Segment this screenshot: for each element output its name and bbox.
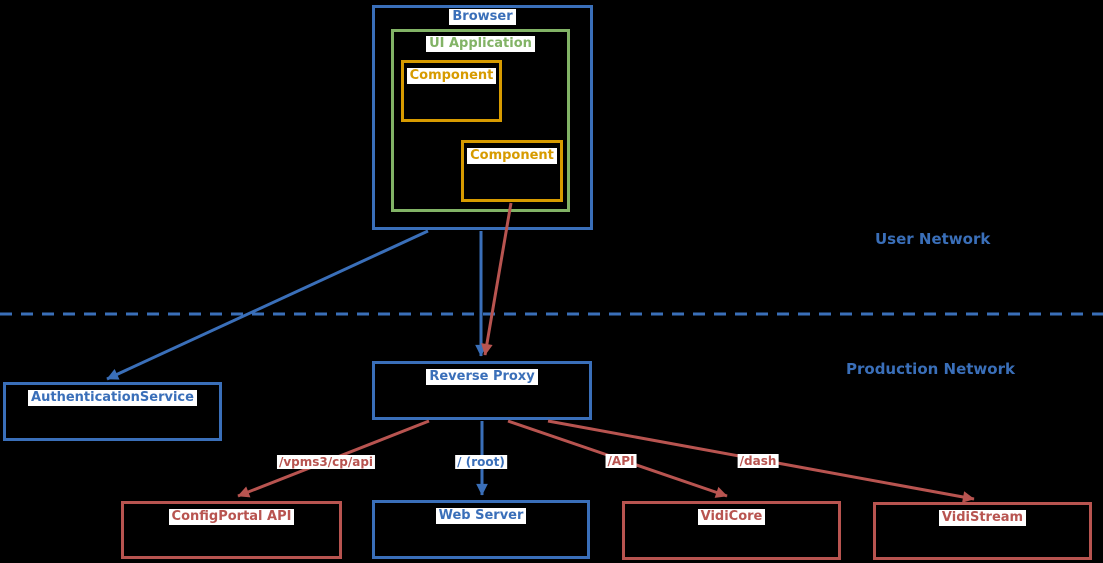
zone-label-user-network: User Network: [875, 230, 991, 248]
node-web-server: Web Server: [372, 500, 590, 559]
node-browser-label: Browser: [449, 9, 516, 25]
node-web-server-label: Web Server: [435, 508, 527, 524]
node-configportal-api: ConfigPortal API: [121, 501, 342, 559]
node-vidicore-label: VidiCore: [697, 509, 766, 525]
zone-label-production-network: Production Network: [846, 360, 1015, 378]
edge-label-dash: /dash: [737, 454, 779, 468]
edge-browser-to-authentication-service: [106, 229, 429, 381]
node-reverse-proxy: Reverse Proxy: [372, 361, 592, 420]
edge-label-api: /API: [605, 454, 637, 468]
node-configportal-api-label: ConfigPortal API: [168, 509, 295, 525]
edge-label-root: / (root): [455, 455, 507, 469]
node-component-1-label: Component: [406, 68, 497, 84]
node-component-2: Component: [461, 140, 563, 202]
node-ui-application-label: UI Application: [426, 36, 535, 52]
node-authentication-service: AuthenticationService: [3, 382, 222, 441]
node-component-2-label: Component: [467, 148, 557, 164]
node-vidicore: VidiCore: [622, 501, 841, 560]
node-authentication-service-label: AuthenticationService: [28, 390, 197, 406]
node-component-1: Component: [401, 60, 502, 122]
edge-label-vpms3-cp-api: /vpms3/cp/api: [276, 455, 376, 469]
node-vidistream-label: VidiStream: [938, 510, 1027, 526]
node-reverse-proxy-label: Reverse Proxy: [426, 369, 538, 385]
node-vidistream: VidiStream: [873, 502, 1092, 560]
